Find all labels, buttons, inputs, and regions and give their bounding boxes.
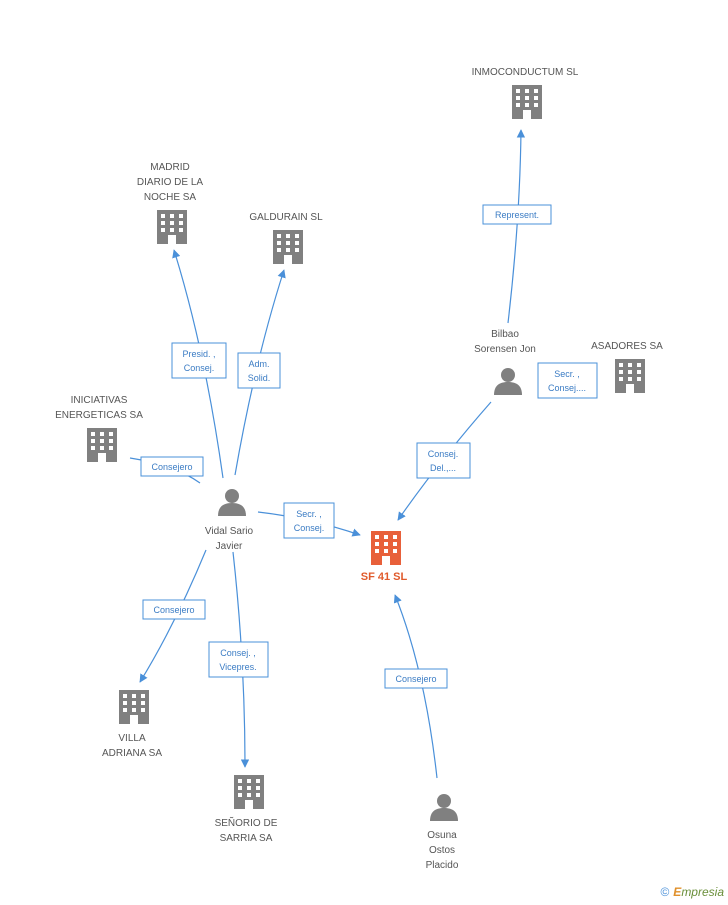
node-label: Sorensen Jon: [474, 344, 536, 355]
rel-label-line: Consejero: [153, 605, 194, 615]
node-label: Placido: [426, 860, 459, 871]
rel-label-line: Vicepres.: [219, 662, 256, 672]
node-label: ASADORES SA: [591, 341, 663, 352]
node-label: NOCHE SA: [144, 192, 197, 203]
building-icon: [512, 85, 542, 119]
edge-vidal-villa: [139, 549, 207, 683]
node-inmoconductum[interactable]: INMOCONDUCTUM SL: [472, 67, 579, 119]
rel-vidal-sf41[interactable]: Secr. , Consej.: [283, 502, 335, 539]
rel-label-line: Consej....: [548, 383, 586, 393]
edge-bilbao-inmoconductum: [507, 129, 526, 324]
rel-label-line: Consejero: [151, 462, 192, 472]
node-label: SEÑORIO DE: [215, 816, 278, 829]
rel-vidal-senorio[interactable]: Consej. , Vicepres.: [208, 641, 269, 678]
building-icon: [615, 359, 645, 393]
node-label: ADRIANA SA: [102, 748, 162, 759]
node-galdurain[interactable]: GALDURAIN SL: [249, 212, 323, 264]
node-bilbao[interactable]: Bilbao Sorensen Jon: [474, 329, 536, 395]
empresia-logo[interactable]: ©Empresia: [660, 885, 724, 899]
node-asadores[interactable]: ASADORES SA: [591, 341, 663, 393]
node-iniciativas[interactable]: INICIATIVAS ENERGETICAS SA: [55, 395, 143, 462]
node-sf41[interactable]: SF 41 SL: [361, 531, 408, 583]
node-label: Vidal Sario: [205, 526, 254, 537]
building-icon: [273, 230, 303, 264]
person-icon: [430, 794, 458, 821]
copyright-icon: ©: [660, 885, 670, 899]
rel-label-line: Represent.: [495, 210, 539, 220]
node-label: VILLA: [118, 733, 146, 744]
building-icon: [119, 690, 149, 724]
brand-initial: E: [673, 885, 682, 899]
node-label: SF 41 SL: [361, 571, 408, 583]
rel-label-line: Consej.: [428, 449, 459, 459]
node-label: INMOCONDUCTUM SL: [472, 67, 579, 78]
rel-bilbao-sf41[interactable]: Consej. Del.,...: [416, 442, 471, 479]
node-label: Javier: [216, 541, 243, 552]
rel-label-line: Secr. ,: [554, 369, 580, 379]
rel-label-line: Solid.: [248, 373, 271, 383]
node-label: GALDURAIN SL: [249, 212, 323, 223]
person-icon: [494, 368, 522, 395]
node-senorio[interactable]: SEÑORIO DE SARRIA SA: [215, 775, 278, 844]
rel-bilbao-inmoconductum[interactable]: Represent.: [482, 204, 552, 225]
rel-label-line: Consej.: [184, 363, 215, 373]
node-label: SARRIA SA: [220, 833, 273, 844]
rel-label-line: Presid. ,: [182, 349, 215, 359]
brand-name: mpresia: [681, 885, 724, 899]
node-label: MADRID: [150, 162, 189, 173]
node-villa[interactable]: VILLA ADRIANA SA: [102, 690, 162, 759]
node-label: ENERGETICAS SA: [55, 410, 143, 421]
rel-label-line: Adm.: [248, 359, 269, 369]
rel-vidal-villa[interactable]: Consejero: [142, 599, 206, 620]
rel-label-line: Consejero: [395, 674, 436, 684]
person-icon: [218, 489, 246, 516]
node-label: DIARIO DE LA: [137, 177, 203, 188]
rel-osuna-sf41[interactable]: Consejero: [384, 668, 448, 689]
rel-label-line: Del.,...: [430, 463, 456, 473]
node-label: INICIATIVAS: [71, 395, 128, 406]
building-icon: [371, 531, 401, 565]
node-vidal[interactable]: Vidal Sario Javier: [205, 489, 254, 552]
building-icon: [87, 428, 117, 462]
building-icon: [157, 210, 187, 244]
rel-label-line: Consej. ,: [220, 648, 256, 658]
rel-vidal-madrid[interactable]: Presid. , Consej.: [171, 342, 227, 379]
rel-label-line: Secr. ,: [296, 509, 322, 519]
node-osuna[interactable]: Osuna Ostos Placido: [426, 794, 459, 871]
rel-vidal-iniciativas[interactable]: Consejero: [140, 456, 204, 477]
building-icon: [234, 775, 264, 809]
node-label: Ostos: [429, 845, 455, 856]
node-madrid[interactable]: MADRID DIARIO DE LA NOCHE SA: [137, 162, 203, 244]
node-label: Bilbao: [491, 329, 519, 340]
node-label: Osuna: [427, 830, 457, 841]
rel-bilbao-asadores[interactable]: Secr. , Consej....: [537, 362, 598, 399]
rel-label-line: Consej.: [294, 523, 325, 533]
rel-vidal-galdurain[interactable]: Adm. Solid.: [237, 352, 281, 389]
